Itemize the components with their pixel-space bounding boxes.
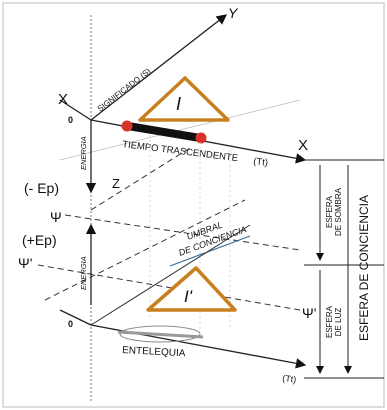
entelequia-bar [117,330,204,339]
triangle-i-prime [146,266,237,312]
esfera-conciencia-label: ESFERA DE CONCIENCIA [357,195,371,341]
axis-y-label: Y [228,5,239,21]
triangle-i-prime-label: I' [184,287,193,306]
z-dashed-line [90,147,191,211]
psi-prime-left-dashed [44,199,246,301]
z-label: Z [112,176,120,191]
axis-x-top-label: X [58,91,68,108]
time-bar-left-end [121,120,133,132]
psi-dashed-line [64,214,301,251]
time-bar [124,122,204,142]
plus-ep-label: (+Ep) [22,232,57,248]
minus-ep-label: (- Ep) [24,180,59,196]
significado-label: SIGNIFICADO (S) [96,66,153,113]
axis-x-bottom-left [59,309,92,326]
plane-edge-top [59,99,301,161]
energia-bottom-label: ENERGIA [79,256,88,290]
entelequia-label: ENTELEQUIA [122,345,186,359]
triangle-i [138,76,230,122]
tiempo-trascendente-label: TIEMPO TRASCENDENTE [122,139,239,164]
entelequia-ring [119,325,201,343]
esfera-luz-label-2: DE LUZ [334,308,343,337]
axis-x-top-left [59,99,92,121]
triangle-i-label: I [176,94,181,114]
psi-prime-line [37,264,301,311]
umbral-line [169,235,251,267]
esfera-sombra-label-1: ESFERA [325,195,334,228]
axis-x-top-right-label: X [298,137,308,154]
axis-y-top [90,14,228,121]
esfera-sombra-label-2: DE SOMBRA [334,187,343,236]
bottom-plane-diagonal [90,224,251,326]
energia-top-label: ENERGIA [79,136,88,170]
psi-left-label: Ψ' [18,255,32,271]
psi-right-label: Ψ' [302,305,316,321]
origin-top: 0 [68,115,73,125]
tt-top-label: (Tt) [253,156,269,169]
time-bar-right-end [195,132,207,144]
tt-bottom-label: (Tt) [282,373,297,385]
psi-upper-label: Ψ [50,209,62,225]
origin-bottom: 0 [68,319,73,329]
esfera-luz-label-1: ESFERA [325,305,334,338]
